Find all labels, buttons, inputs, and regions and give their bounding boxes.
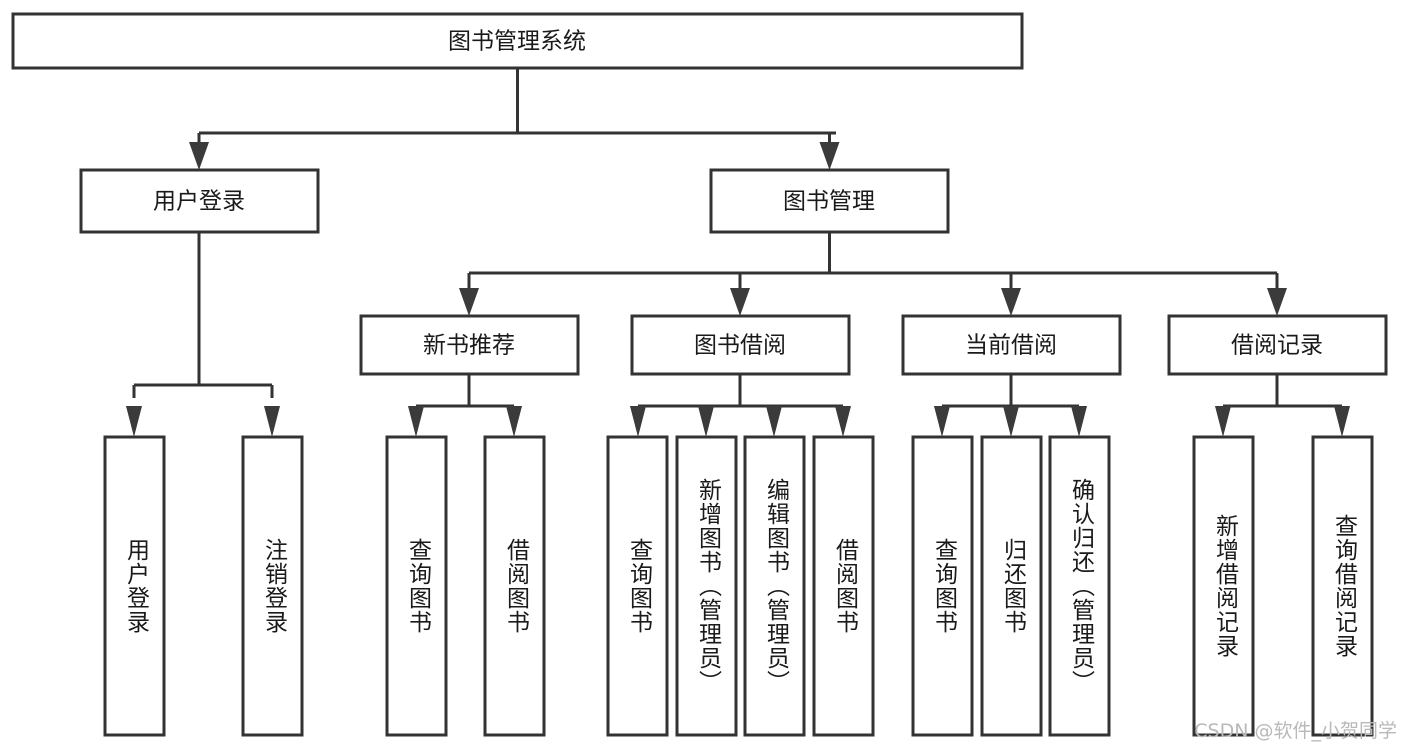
node-leaf5-label-area: 查询图书: [625, 538, 652, 634]
node-leaf1-label-area: 用户登录: [122, 538, 149, 634]
node-newbook-label: 新书推荐: [423, 333, 515, 359]
node-leaf12-label-area: 新增借阅记录: [1211, 514, 1238, 658]
node-leaf1[interactable]: 用户登录: [103, 435, 166, 737]
node-leaf8-box: [812, 435, 875, 737]
node-leaf1-label: 用户登录: [122, 538, 149, 634]
node-leaf3-label-area: 查询图书: [404, 538, 431, 634]
node-leaf6-box: [675, 435, 738, 737]
node-leaf12-box: [1192, 435, 1255, 737]
node-current-label: 当前借阅: [965, 333, 1057, 359]
node-leaf12-label: 新增借阅记录: [1211, 514, 1238, 658]
node-leaf11[interactable]: 确认归还（管理员）: [1048, 435, 1111, 737]
node-leaf7-label-area: 编辑图书（管理员）: [762, 478, 789, 694]
node-leaf7-label: 编辑图书（管理员）: [762, 478, 789, 694]
node-bookmgmt[interactable]: 图书管理: [709, 168, 950, 234]
arrow-head-leaf7: [766, 406, 782, 437]
arrow-head-borrow: [730, 288, 750, 316]
node-current-box: [901, 314, 1122, 376]
node-leaf12[interactable]: 新增借阅记录: [1192, 435, 1255, 737]
node-current[interactable]: 当前借阅: [901, 314, 1122, 376]
node-leaf9[interactable]: 查询图书: [911, 435, 974, 737]
node-leaf3[interactable]: 查询图书: [385, 435, 448, 737]
node-leaf11-box: [1048, 435, 1111, 737]
arrow-head-leaf10: [1003, 406, 1019, 437]
node-leaf6-label-area: 新增图书（管理员）: [694, 478, 721, 694]
arrow-head-newbook: [459, 288, 479, 316]
node-leaf13-box: [1311, 435, 1374, 737]
connectors-layer: [126, 68, 1350, 437]
node-root-box: [11, 12, 1024, 70]
node-leaf13-label: 查询借阅记录: [1330, 514, 1357, 658]
node-leaf13[interactable]: 查询借阅记录: [1311, 435, 1374, 737]
node-leaf5-label: 查询图书: [625, 538, 652, 634]
node-records[interactable]: 借阅记录: [1167, 314, 1388, 376]
arrow-head-leaf8: [835, 406, 851, 437]
node-leaf8[interactable]: 借阅图书: [812, 435, 875, 737]
node-leaf6-label: 新增图书（管理员）: [694, 478, 721, 694]
node-login[interactable]: 用户登录: [79, 168, 320, 234]
node-leaf13-label-area: 查询借阅记录: [1330, 514, 1357, 658]
node-leaf7[interactable]: 编辑图书（管理员）: [743, 435, 806, 737]
node-leaf11-label-area: 确认归还（管理员）: [1067, 478, 1094, 694]
node-leaf2-box: [241, 435, 304, 737]
node-leaf5[interactable]: 查询图书: [606, 435, 669, 737]
node-leaf7-box: [743, 435, 806, 737]
node-records-box: [1167, 314, 1388, 376]
arrow-head-current: [1001, 288, 1021, 316]
node-newbook[interactable]: 新书推荐: [359, 314, 580, 376]
arrow-head-leaf13: [1334, 406, 1350, 437]
node-leaf3-box: [385, 435, 448, 737]
node-leaf10-box: [980, 435, 1043, 737]
arrow-head-leaf3: [408, 406, 424, 437]
node-leaf3-label: 查询图书: [404, 538, 431, 634]
arrow-head-leaf6: [698, 406, 714, 437]
node-borrow[interactable]: 图书借阅: [630, 314, 851, 376]
arrow-head-leaf9: [934, 406, 950, 437]
arrow-head-leaf4: [506, 406, 522, 437]
node-leaf4-label-area: 借阅图书: [502, 538, 529, 634]
node-newbook-box: [359, 314, 580, 376]
node-leaf5-box: [606, 435, 669, 737]
node-leaf8-label: 借阅图书: [831, 538, 858, 634]
node-login-box: [79, 168, 320, 234]
node-borrow-label: 图书借阅: [694, 333, 786, 359]
arrow-head-bookmgmt: [819, 142, 840, 170]
node-leaf4[interactable]: 借阅图书: [483, 435, 546, 737]
node-leaf9-box: [911, 435, 974, 737]
node-leaf6[interactable]: 新增图书（管理员）: [675, 435, 738, 737]
arrow-head-leaf5: [630, 406, 646, 437]
arrow-head-records: [1267, 288, 1287, 316]
arrow-head-leaf12: [1215, 406, 1231, 437]
node-login-label: 用户登录: [153, 189, 245, 215]
node-leaf10-label: 归还图书: [999, 538, 1026, 634]
node-bookmgmt-label: 图书管理: [783, 189, 875, 215]
node-records-label: 借阅记录: [1231, 333, 1323, 359]
node-leaf2-label-area: 注销登录: [260, 538, 287, 634]
node-borrow-box: [630, 314, 851, 376]
node-leaf4-box: [483, 435, 546, 737]
node-leaf9-label: 查询图书: [930, 538, 957, 634]
node-root[interactable]: 图书管理系统: [11, 12, 1024, 70]
node-leaf4-label: 借阅图书: [502, 538, 529, 634]
node-bookmgmt-box: [709, 168, 950, 234]
arrow-head-leaf11: [1071, 406, 1087, 437]
node-leaf10-label-area: 归还图书: [999, 538, 1026, 634]
watermark-text: CSDN @软件_小贺同学: [1194, 720, 1397, 742]
arrow-head-leaf1: [126, 406, 142, 437]
node-leaf11-label: 确认归还（管理员）: [1067, 478, 1094, 694]
arrow-head-login: [189, 142, 209, 170]
arrow-head-leaf2: [264, 406, 280, 437]
node-leaf2[interactable]: 注销登录: [241, 435, 304, 737]
node-leaf1-box: [103, 435, 166, 737]
node-root-label: 图书管理系统: [448, 29, 586, 55]
node-leaf9-label-area: 查询图书: [930, 538, 957, 634]
node-leaf8-label-area: 借阅图书: [831, 538, 858, 634]
node-leaf2-label: 注销登录: [260, 538, 287, 634]
node-leaf10[interactable]: 归还图书: [980, 435, 1043, 737]
